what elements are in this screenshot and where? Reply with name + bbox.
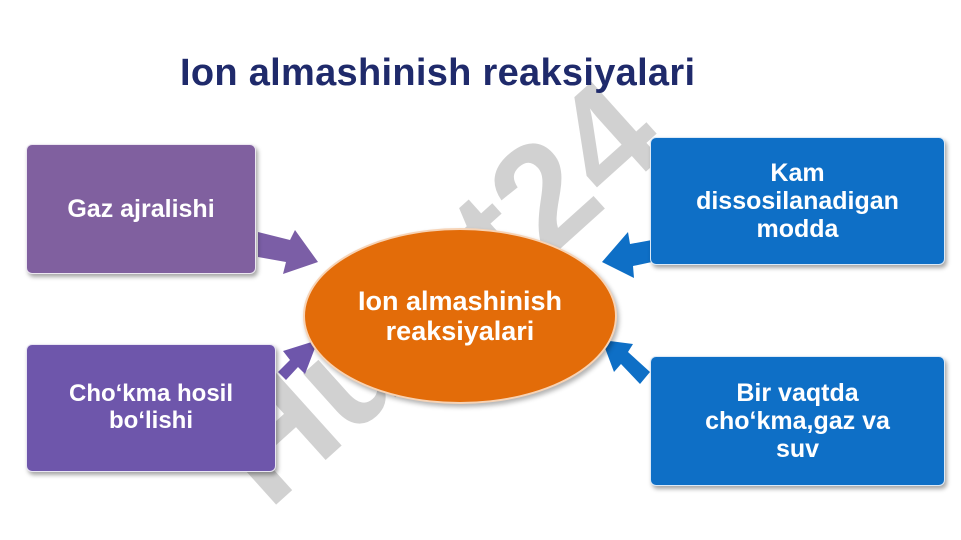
box-gaz-line-1: Gaz ajralishi — [67, 195, 215, 223]
box-bir-vaqtda: Bir vaqtda cho‘kma,gaz va suv — [650, 356, 945, 486]
box-kam-line-3: modda — [756, 215, 839, 243]
box-kam-line-1: Kam — [770, 159, 825, 187]
box-bir-line-2: cho‘kma,gaz va — [705, 407, 890, 435]
box-chokma-hosil-bolishi: Cho‘kma hosil bo‘lishi — [26, 344, 276, 472]
arrow-bir-to-center — [602, 340, 650, 384]
center-line-3: reaksiyalari — [385, 316, 535, 346]
box-gaz-ajralishi: Gaz ajralishi — [26, 144, 256, 274]
page-title: Ion almashinish reaksiyalari — [180, 52, 696, 94]
center-ellipse: Ion almashinish reaksiyalari — [303, 228, 617, 404]
box-kam-line-2: dissosilanadigan — [696, 187, 899, 215]
center-line-2: almashinish — [405, 285, 563, 316]
box-bir-line-3: suv — [775, 435, 820, 463]
center-line-1: Ion — [357, 285, 399, 316]
arrow-kam-to-center — [602, 232, 652, 278]
box-kam-dissosilanadigan-modda: Kam dissosilanadigan modda — [650, 137, 945, 265]
box-bir-line-1: Bir vaqtda — [736, 379, 859, 407]
arrow-gaz-to-center — [258, 230, 318, 274]
box-chokma-line-2: bo‘lishi — [109, 407, 193, 434]
box-chokma-line-1: Cho‘kma hosil — [68, 380, 234, 408]
